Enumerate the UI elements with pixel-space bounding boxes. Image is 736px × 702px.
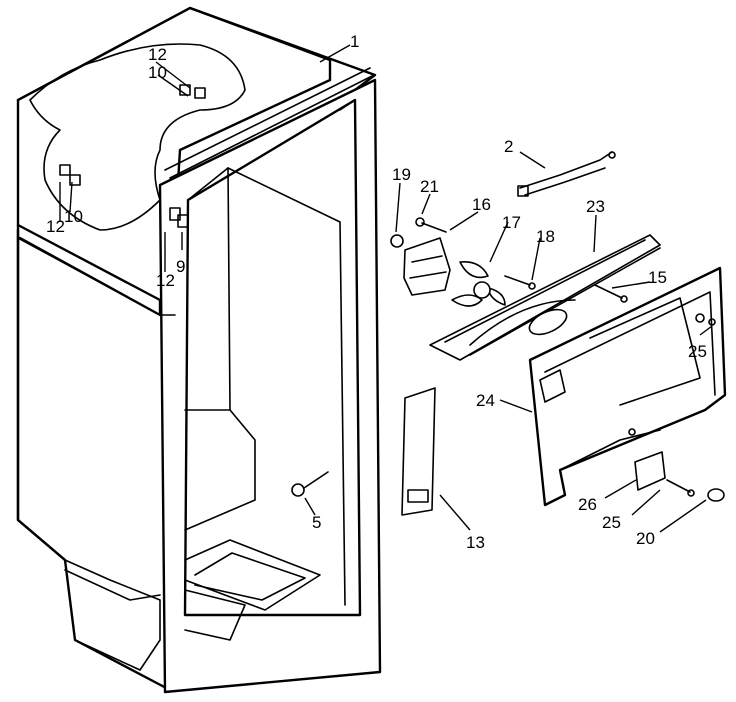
callout-5: 5 [312, 513, 321, 532]
callout-1: 1 [350, 32, 359, 51]
callout-16: 16 [472, 195, 491, 214]
callout-19: 19 [392, 165, 411, 184]
cabinet-liner [16, 6, 382, 694]
callout-25-upper: 25 [688, 342, 707, 361]
callout-23: 23 [586, 197, 605, 216]
callout-9: 9 [176, 257, 185, 276]
callout-15: 15 [648, 268, 667, 287]
callout-21: 21 [420, 177, 439, 196]
callout-18: 18 [536, 227, 555, 246]
callout-17: 17 [502, 213, 521, 232]
callout-26: 26 [578, 495, 597, 514]
callout-24: 24 [476, 391, 495, 410]
callout-2: 2 [504, 137, 513, 156]
evaporator-cover-panel [528, 266, 727, 507]
callout-12-bracket: 12 [156, 271, 175, 290]
callout-10-top: 10 [148, 63, 167, 82]
callout-labels: 1 2 5 9 10 10 12 12 12 13 15 16 17 18 19… [46, 32, 707, 552]
callout-20: 20 [636, 529, 655, 548]
air-duct-panel [401, 387, 436, 516]
callout-12-top: 12 [148, 45, 167, 64]
callout-12-left: 12 [46, 217, 65, 236]
callout-25-lower: 25 [602, 513, 621, 532]
callout-10-left: 10 [64, 207, 83, 226]
fan-motor-assembly [390, 151, 661, 361]
leader-lines [59, 44, 713, 533]
callout-13: 13 [466, 533, 485, 552]
